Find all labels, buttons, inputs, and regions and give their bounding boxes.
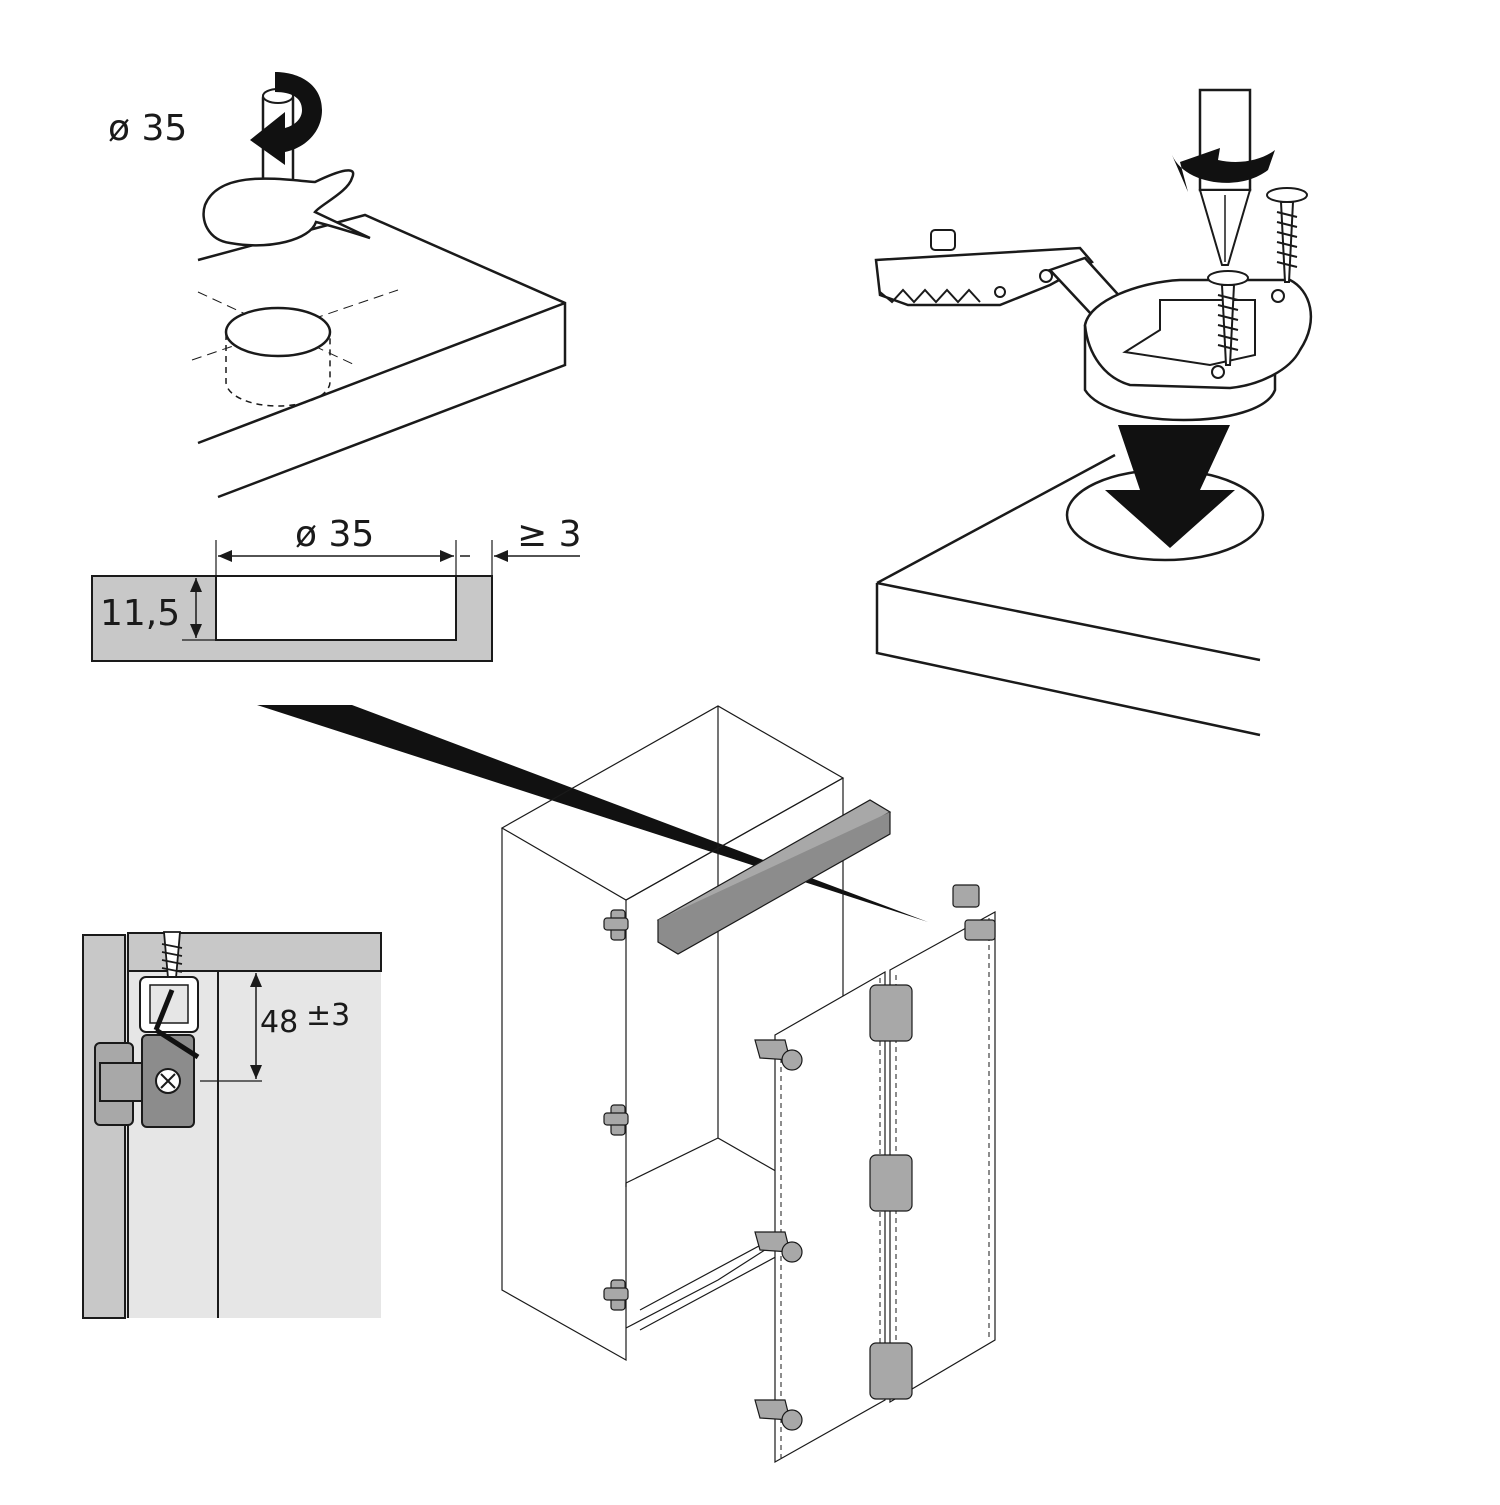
bore-diameter-label: ø 35 <box>295 514 374 555</box>
section-pointer <box>257 705 928 922</box>
hinge-offset-tolerance: ±3 <box>306 998 350 1033</box>
bore-cross-section: ø 35 ≥ 3 11,5 <box>91 514 582 662</box>
drill-diameter-label: ø 35 <box>108 108 187 149</box>
edge-distance-label: ≥ 3 <box>517 514 582 555</box>
hinge-insert-step-illustration <box>874 88 1313 737</box>
hinge-detail-inset: 48 ±3 <box>82 931 382 1319</box>
cabinet-overview-illustration <box>257 705 996 1464</box>
drill-step-illustration: ø 35 <box>108 72 567 499</box>
bore-depth-label: 11,5 <box>100 593 180 634</box>
hinge-offset-value: 48 <box>260 1005 298 1040</box>
